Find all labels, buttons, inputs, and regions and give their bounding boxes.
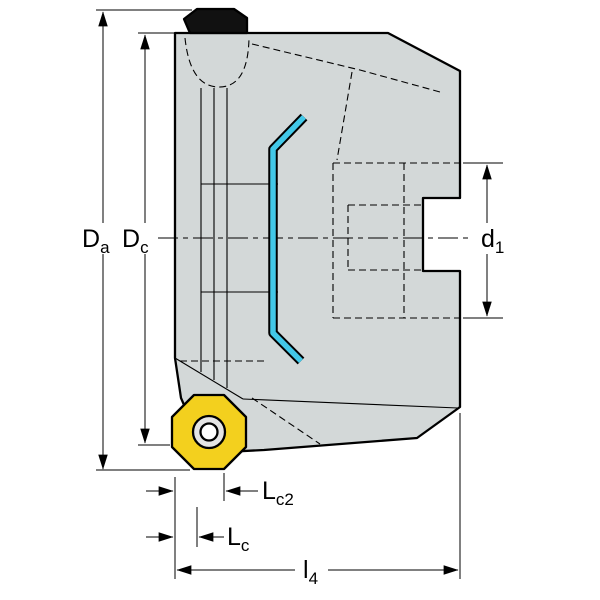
- cutter-body: [173, 31, 462, 455]
- label-da: Da: [82, 225, 110, 257]
- top-insert: [182, 7, 249, 35]
- insert-screw-hole: [199, 422, 219, 442]
- label-lc: Lc: [227, 523, 250, 555]
- hidden-lines: [180, 37, 460, 445]
- flute-highlight: [270, 115, 306, 363]
- label-l4: l4: [303, 556, 318, 588]
- label-lc2: Lc2: [262, 477, 294, 509]
- label-dc: Dc: [122, 225, 149, 257]
- label-backgrounds: [77, 223, 510, 584]
- label-d1: d1: [481, 225, 504, 257]
- dimension-labels: Da Dc d1 Lc2 Lc l4: [82, 225, 504, 588]
- body-detail-lines: [174, 88, 459, 409]
- extension-lines: [96, 9, 503, 579]
- bottom-insert-group: [170, 393, 248, 471]
